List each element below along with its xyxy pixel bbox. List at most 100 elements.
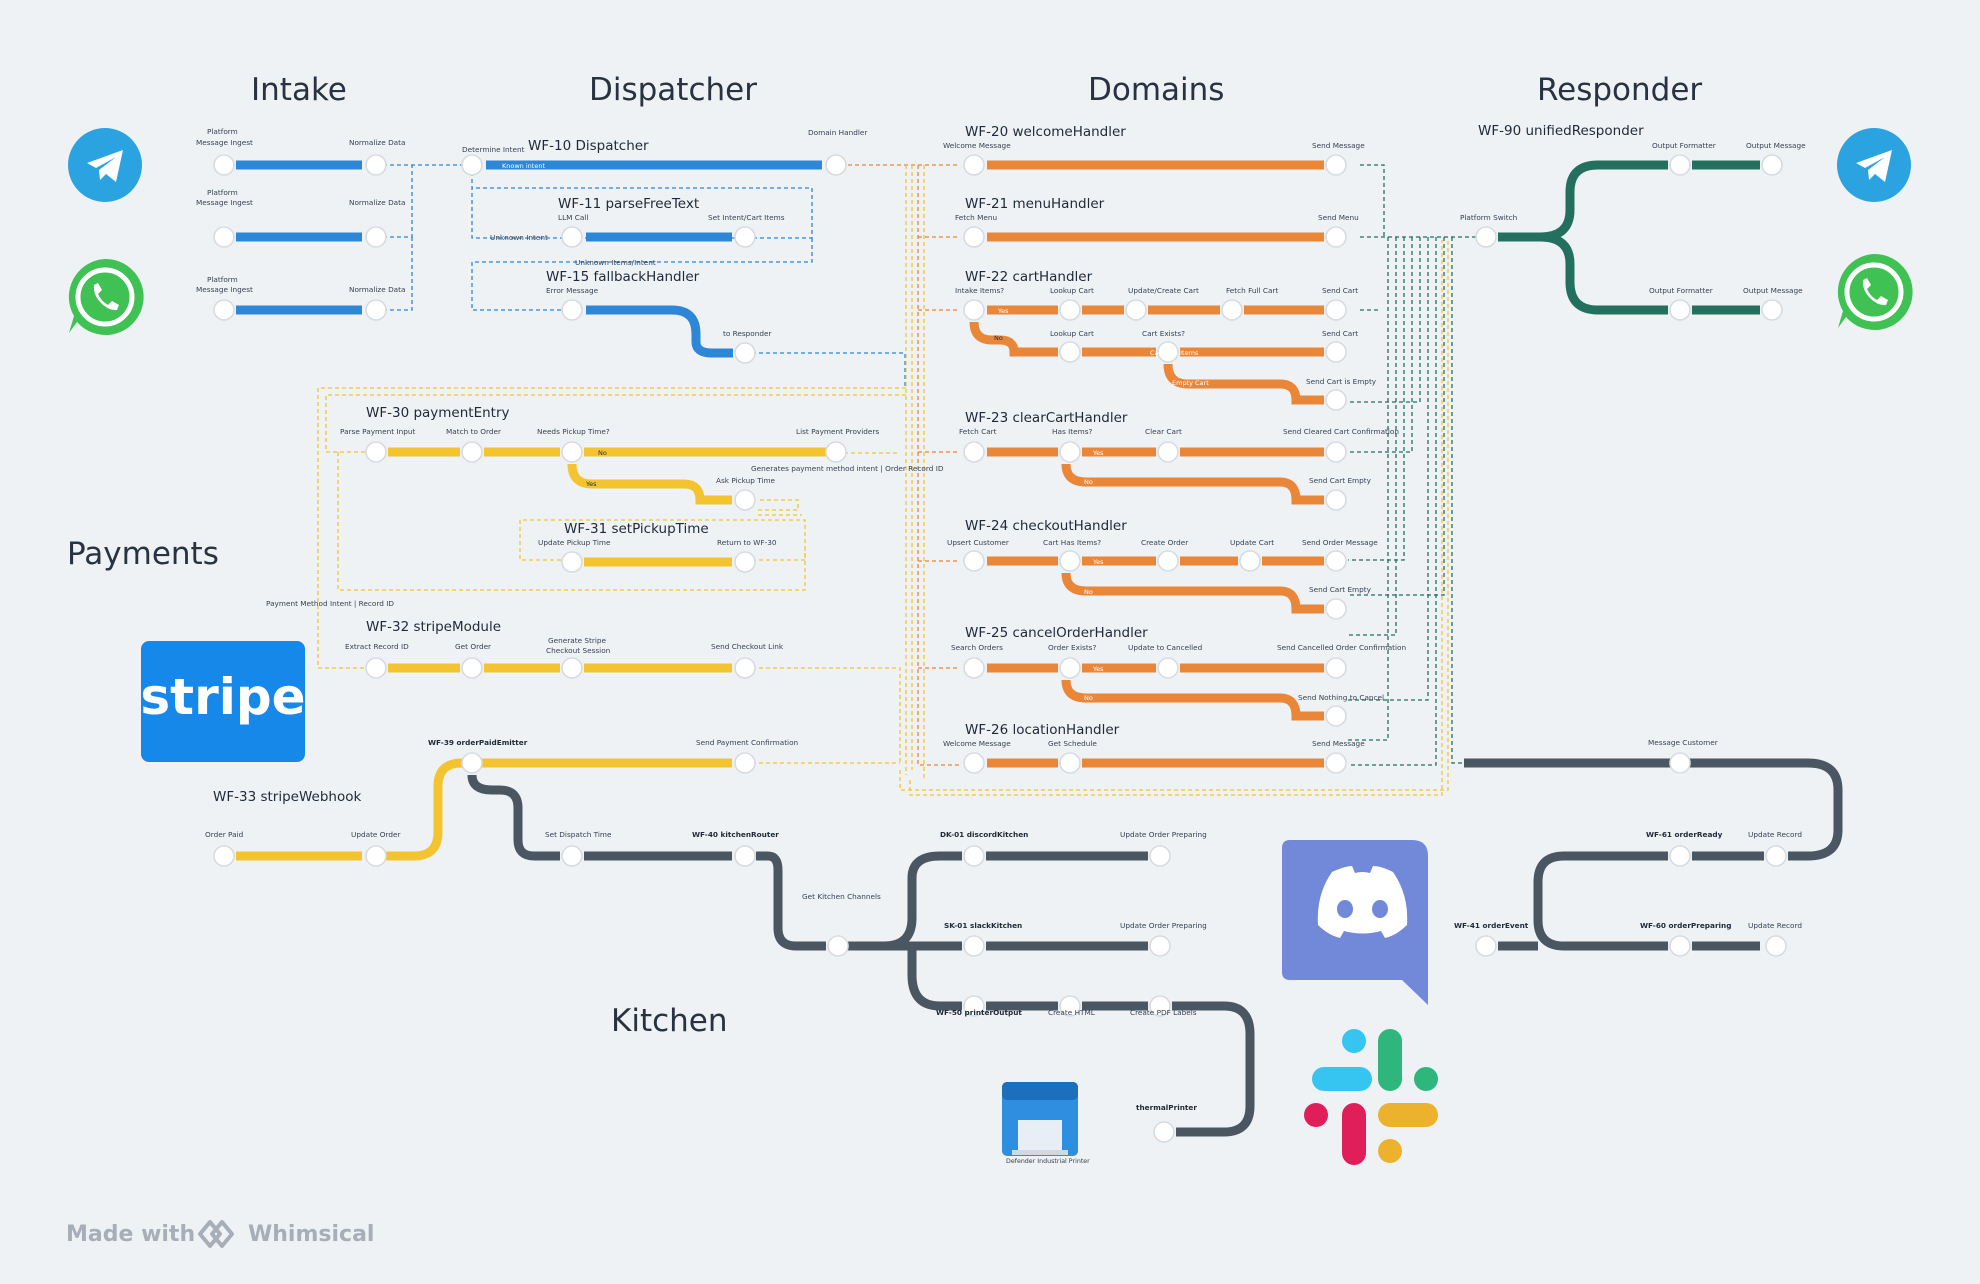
- label-match-order: Match to Order: [446, 427, 501, 436]
- node-send-cart[interactable]: [1325, 299, 1347, 321]
- node-slack-kitchen[interactable]: [963, 935, 985, 957]
- node-return-wf30[interactable]: [734, 551, 756, 573]
- node-set-dispatch[interactable]: [561, 845, 583, 867]
- node-domain-handler[interactable]: [825, 154, 847, 176]
- node-send-payment-conf[interactable]: [734, 752, 756, 774]
- node-slack-update[interactable]: [1149, 935, 1171, 957]
- node-thermal-printer[interactable]: [1153, 1121, 1175, 1143]
- label-send-cart-is-empty: Send Cart is Empty: [1306, 377, 1377, 386]
- node-search-orders[interactable]: [963, 657, 985, 679]
- wf20-title: WF-20 welcomeHandler: [965, 124, 1126, 140]
- node-upsert-customer[interactable]: [963, 550, 985, 572]
- node-send-cart-empty-23[interactable]: [1325, 489, 1347, 511]
- node-output-message-telegram[interactable]: [1761, 154, 1783, 176]
- node-needs-pickup[interactable]: [561, 441, 583, 463]
- label-payment-method-intent: Payment Method Intent | Record ID: [266, 599, 394, 608]
- node-order-paid-emitter[interactable]: [461, 752, 483, 774]
- node-llm-call[interactable]: [561, 226, 583, 248]
- node-platform-switch[interactable]: [1475, 226, 1497, 248]
- node-get-kitchen-channels[interactable]: [827, 935, 849, 957]
- nodes: [213, 154, 1787, 1143]
- node-ingest-2[interactable]: [213, 226, 235, 248]
- node-send-cart-2[interactable]: [1325, 341, 1347, 363]
- node-normalize-telegram[interactable]: [365, 154, 387, 176]
- node-order-ready[interactable]: [1669, 845, 1691, 867]
- node-send-cart-empty-24[interactable]: [1325, 598, 1347, 620]
- label-send-cleared: Send Cleared Cart Confirmation: [1283, 427, 1399, 436]
- label-printer-caption: Defender Industrial Printer: [1006, 1158, 1090, 1165]
- node-cart-exists[interactable]: [1157, 341, 1179, 363]
- label-fetch-menu: Fetch Menu: [955, 213, 997, 222]
- node-parse-payment[interactable]: [365, 441, 387, 463]
- node-intake-items[interactable]: [963, 299, 985, 321]
- stripe-logo: stripe: [140, 641, 306, 762]
- node-update-create-cart[interactable]: [1125, 299, 1147, 321]
- node-order-event[interactable]: [1475, 935, 1497, 957]
- tag-no-22: No: [994, 334, 1003, 342]
- node-printer-output[interactable]: [963, 995, 985, 1017]
- node-ingest-telegram[interactable]: [213, 154, 235, 176]
- node-update-order[interactable]: [365, 845, 387, 867]
- node-send-message-26[interactable]: [1325, 752, 1347, 774]
- node-fetch-menu[interactable]: [963, 226, 985, 248]
- node-welcome-message-26[interactable]: [963, 752, 985, 774]
- node-send-nothing[interactable]: [1325, 705, 1347, 727]
- node-message-customer[interactable]: [1669, 752, 1691, 774]
- label-wf60: WF-60 orderPreparing: [1640, 921, 1731, 930]
- node-send-menu[interactable]: [1325, 226, 1347, 248]
- node-send-cleared[interactable]: [1325, 441, 1347, 463]
- node-fetch-full-cart[interactable]: [1221, 299, 1243, 321]
- tag-known-intent: Known intent: [502, 162, 545, 170]
- node-lookup-cart-2[interactable]: [1059, 341, 1081, 363]
- label-send-cancelled: Send Cancelled Order Confirmation: [1277, 643, 1406, 652]
- label-send-menu: Send Menu: [1318, 213, 1359, 222]
- node-get-schedule[interactable]: [1059, 752, 1081, 774]
- wf10-title: WF-10 Dispatcher: [528, 138, 649, 154]
- node-get-order[interactable]: [461, 657, 483, 679]
- node-update-record-preparing[interactable]: [1765, 935, 1787, 957]
- node-create-html[interactable]: [1059, 995, 1081, 1017]
- node-output-formatter-telegram[interactable]: [1669, 154, 1691, 176]
- whimsical-icon: [198, 1220, 234, 1248]
- node-send-cart-is-empty[interactable]: [1325, 389, 1347, 411]
- node-order-exists[interactable]: [1059, 657, 1081, 679]
- node-create-pdf[interactable]: [1149, 995, 1171, 1017]
- node-create-order[interactable]: [1157, 550, 1179, 572]
- node-normalize-whatsapp[interactable]: [365, 299, 387, 321]
- node-set-intent[interactable]: [734, 226, 756, 248]
- node-send-cancelled[interactable]: [1325, 657, 1347, 679]
- node-kitchen-router[interactable]: [734, 845, 756, 867]
- node-cart-has-items[interactable]: [1059, 550, 1081, 572]
- node-discord-kitchen[interactable]: [963, 845, 985, 867]
- node-update-cancelled[interactable]: [1157, 657, 1179, 679]
- node-update-record-ready[interactable]: [1765, 845, 1787, 867]
- node-generate-stripe[interactable]: [561, 657, 583, 679]
- node-has-items[interactable]: [1059, 441, 1081, 463]
- node-order-preparing[interactable]: [1669, 935, 1691, 957]
- node-clear-cart[interactable]: [1157, 441, 1179, 463]
- node-order-paid[interactable]: [213, 845, 235, 867]
- node-output-formatter-whatsapp[interactable]: [1669, 299, 1691, 321]
- node-send-message-20[interactable]: [1325, 154, 1347, 176]
- label-error-message: Error Message: [546, 286, 599, 295]
- node-normalize-2[interactable]: [365, 226, 387, 248]
- wf11-title: WF-11 parseFreeText: [558, 196, 699, 212]
- node-ingest-whatsapp[interactable]: [213, 299, 235, 321]
- node-ask-pickup[interactable]: [734, 489, 756, 511]
- node-lookup-cart[interactable]: [1059, 299, 1081, 321]
- node-determine-intent[interactable]: [461, 154, 483, 176]
- node-extract-record[interactable]: [365, 657, 387, 679]
- node-output-message-whatsapp[interactable]: [1761, 299, 1783, 321]
- node-to-responder[interactable]: [734, 342, 756, 364]
- node-update-pickup[interactable]: [561, 551, 583, 573]
- label-lookup-cart-2: Lookup Cart: [1050, 329, 1094, 338]
- node-send-order-message[interactable]: [1325, 550, 1347, 572]
- node-error-message[interactable]: [561, 299, 583, 321]
- node-match-order[interactable]: [461, 441, 483, 463]
- node-discord-update[interactable]: [1149, 845, 1171, 867]
- node-list-providers[interactable]: [825, 441, 847, 463]
- node-welcome-message[interactable]: [963, 154, 985, 176]
- node-update-cart[interactable]: [1239, 550, 1261, 572]
- node-fetch-cart[interactable]: [963, 441, 985, 463]
- node-send-checkout[interactable]: [734, 657, 756, 679]
